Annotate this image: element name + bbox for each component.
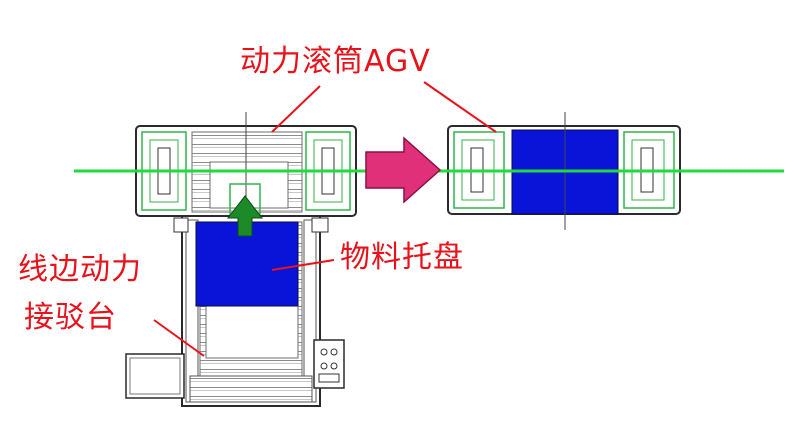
control-panel-slot <box>318 373 340 383</box>
control-knob-1 <box>320 348 328 356</box>
callout-line-pallet <box>271 259 335 271</box>
right-arrow-icon <box>365 136 442 204</box>
pallet-label: 物料托盘 <box>340 240 464 275</box>
station-side-bracket-left <box>173 217 189 233</box>
up-arrow-icon <box>226 195 264 237</box>
control-knob-4 <box>330 362 338 370</box>
callout-line-station <box>153 319 205 357</box>
control-knob-3 <box>320 362 328 370</box>
station-label-line2: 接驳台 <box>24 300 117 335</box>
callout-line-agv-right <box>423 81 497 133</box>
station-empty-zone <box>205 305 299 359</box>
station-side-bracket <box>311 217 329 233</box>
callout-line-agv-left <box>271 85 321 133</box>
agv-label: 动力滚筒AGV <box>240 44 431 79</box>
station-bottom-rollers <box>189 375 313 403</box>
station-motor-inner <box>129 357 181 395</box>
station-label-line1: 线边动力 <box>18 252 142 287</box>
control-knob-2 <box>330 348 338 356</box>
station-motor-box <box>125 353 185 399</box>
